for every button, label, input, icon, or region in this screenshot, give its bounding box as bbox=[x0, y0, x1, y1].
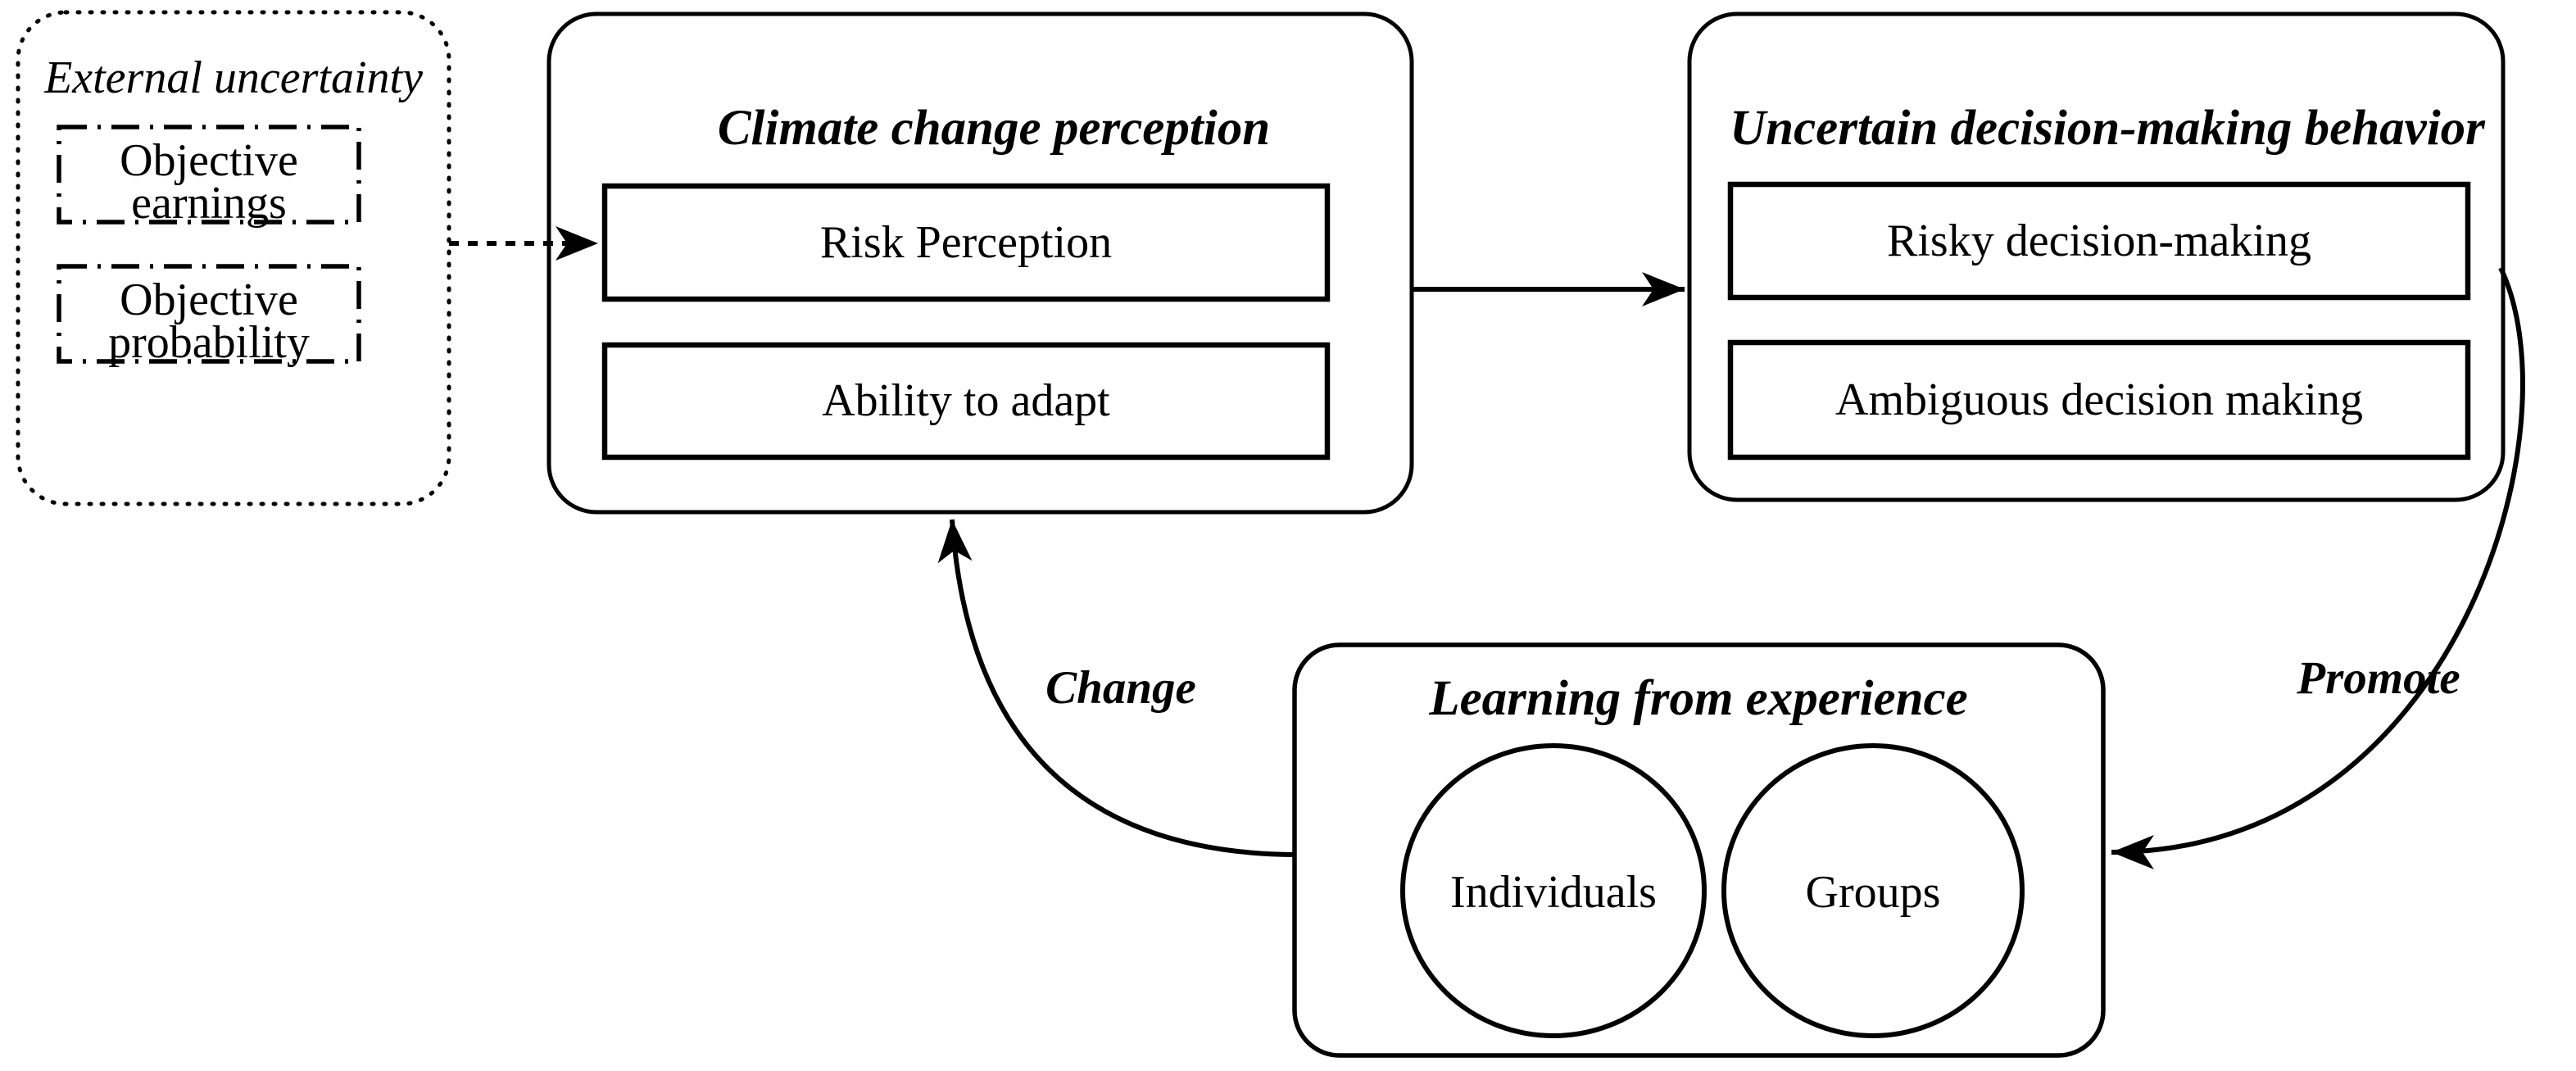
groups-circle bbox=[1721, 743, 2025, 1038]
ability-to-adapt-box bbox=[601, 342, 1331, 461]
ambiguous-decision-making-node: Ambiguous decision making bbox=[1727, 339, 2471, 461]
external-uncertainty-group: External uncertainty Objective earnings … bbox=[16, 10, 451, 506]
groups-label: Groups bbox=[1806, 867, 1941, 918]
ambiguous-decision-making-box bbox=[1727, 339, 2471, 461]
objective-earnings-label-line2: earnings bbox=[131, 178, 287, 229]
uncertain-behavior-box bbox=[1687, 11, 2506, 502]
learning-from-experience-group: Learning from experience Individuals Gro… bbox=[1292, 642, 2106, 1058]
individuals-label: Individuals bbox=[1450, 867, 1657, 918]
individuals-circle bbox=[1400, 743, 1707, 1038]
groups-node: Groups bbox=[1721, 743, 2025, 1038]
objective-probability-label-line1: Objective bbox=[120, 275, 298, 325]
change-edge-label: Change bbox=[1045, 662, 1196, 714]
ambiguous-decision-making-label: Ambiguous decision making bbox=[1835, 374, 2363, 425]
climate-change-perception-title: Climate change perception bbox=[718, 101, 1270, 156]
objective-earnings-box bbox=[57, 125, 361, 225]
uncertain-behavior-group: Uncertain decision-making behavior Risky… bbox=[1687, 11, 2506, 502]
objective-probability-node: Objective probability bbox=[57, 264, 361, 368]
climate-change-perception-box bbox=[546, 11, 1414, 515]
risk-perception-label: Risk Perception bbox=[820, 217, 1112, 268]
learning-to-perception-arrow bbox=[937, 519, 1295, 857]
external-uncertainty-box bbox=[16, 10, 451, 506]
objective-earnings-label-line1: Objective bbox=[120, 135, 298, 186]
uncertain-behavior-title: Uncertain decision-making behavior bbox=[1730, 101, 2486, 156]
risk-perception-node: Risk Perception bbox=[601, 183, 1331, 302]
learning-from-experience-box bbox=[1292, 642, 2106, 1058]
promote-edge-label: Promote bbox=[2296, 652, 2460, 704]
objective-earnings-node: Objective earnings bbox=[57, 125, 361, 229]
risky-decision-making-node: Risky decision-making bbox=[1727, 181, 2471, 301]
external-uncertainty-title: External uncertainty bbox=[43, 52, 423, 103]
learning-from-experience-title: Learning from experience bbox=[1428, 671, 1967, 726]
risky-decision-making-box bbox=[1727, 181, 2471, 301]
climate-change-perception-group: Climate change perception Risk Perceptio… bbox=[546, 11, 1414, 515]
ability-to-adapt-label: Ability to adapt bbox=[822, 375, 1110, 426]
objective-probability-box bbox=[57, 264, 361, 364]
risky-decision-making-label: Risky decision-making bbox=[1887, 216, 2311, 266]
objective-probability-label-line2: probability bbox=[108, 317, 310, 368]
risk-perception-box bbox=[601, 183, 1331, 302]
ability-to-adapt-node: Ability to adapt bbox=[601, 342, 1331, 461]
behavior-to-learning-arrow bbox=[2111, 266, 2525, 869]
individuals-node: Individuals bbox=[1400, 743, 1707, 1038]
